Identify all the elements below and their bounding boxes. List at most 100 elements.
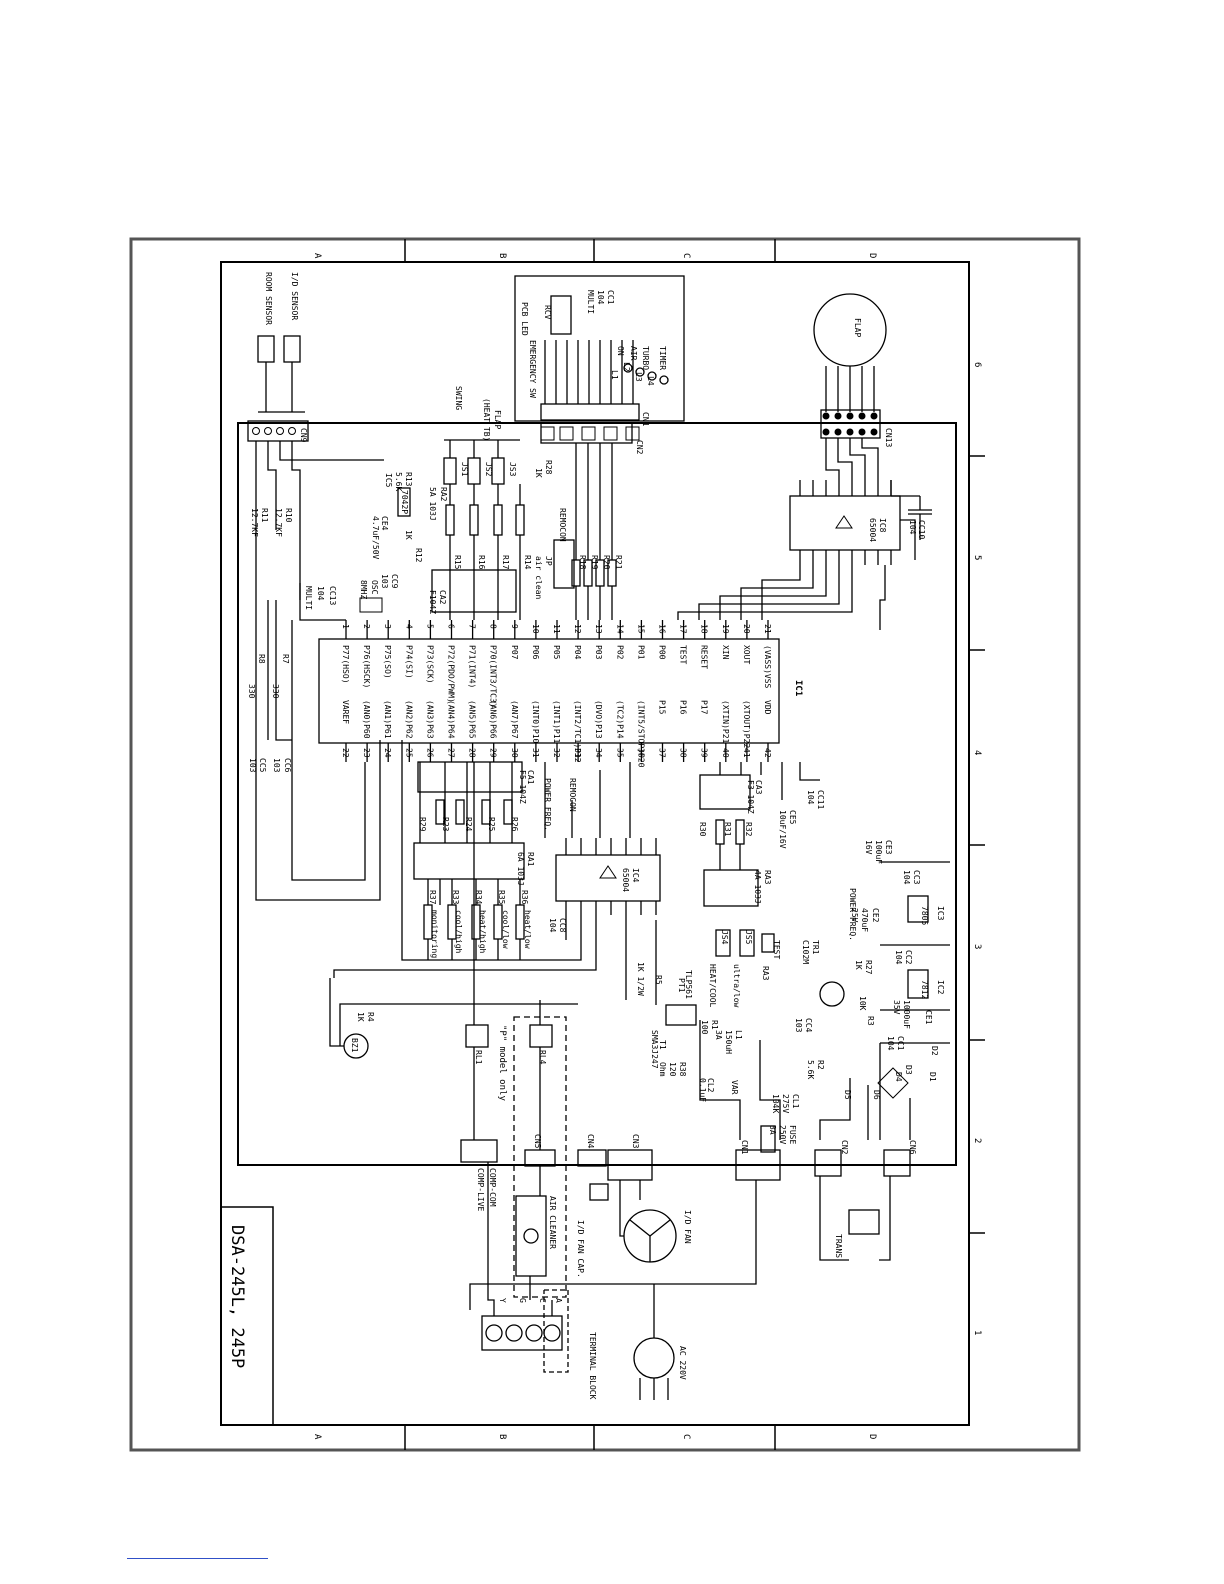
- remocon1-label: REMOCON: [558, 508, 567, 542]
- wire: [329, 978, 344, 1047]
- ic3-label: IC3: [936, 906, 945, 921]
- ic1-sig-5: P73(SCK): [425, 645, 434, 684]
- ca3-label: CA3: [754, 780, 763, 795]
- cl2v-label: 0.1uF: [698, 1078, 707, 1102]
- ic1-sig-26: (AN3)P63: [425, 700, 434, 739]
- js2-label: JS2: [484, 462, 493, 477]
- cn9-connector: [247, 420, 309, 442]
- wire: [837, 438, 853, 480]
- ic8-buffer-symbol: [835, 515, 853, 529]
- cc10-label: CC10: [917, 520, 926, 539]
- ic2-regulator: [907, 969, 929, 999]
- grid-row-d-bottom: D: [867, 1434, 877, 1439]
- ra3-label: RA3: [763, 870, 772, 885]
- tr1-label: TR1: [811, 940, 820, 955]
- model-title: DSA-245L, 245P: [227, 1225, 247, 1368]
- r1-label: R1: [710, 1020, 719, 1030]
- swing-label: SWING: [454, 386, 463, 410]
- r30-label: R30: [698, 822, 707, 837]
- cn9-pin: [288, 427, 296, 435]
- receiver-module: [550, 295, 572, 335]
- jp-jumper: [553, 539, 575, 589]
- cc9-label: CC9: [390, 574, 399, 589]
- ic1-pin-7: 7: [468, 624, 477, 629]
- compcom-label: COMP-COM: [488, 1168, 497, 1207]
- ic1-pin-19: 19: [721, 624, 730, 634]
- ic1-sig-40: (XTIN)P21: [721, 700, 730, 744]
- led: [635, 367, 645, 377]
- grid-row-a-top: A: [312, 253, 322, 259]
- ic1-pin-37: 37: [658, 748, 667, 758]
- ic1-pin-10: 10: [531, 624, 540, 634]
- r38-label: R38: [678, 1062, 687, 1077]
- js4-label: JS4: [720, 930, 729, 945]
- cc2v-label: 104: [894, 950, 903, 965]
- cn6-label: CN6: [908, 1140, 917, 1155]
- wire: [677, 565, 853, 620]
- js1-jumper: [443, 457, 457, 485]
- cc3-label: CC3: [912, 870, 921, 885]
- r29-label: R29: [418, 817, 427, 832]
- ic1-pin-18: 18: [700, 624, 709, 634]
- ic1-pin-32: 32: [552, 748, 561, 758]
- ca2-capacitor-array: [431, 569, 517, 613]
- ic3v-label: 7805: [920, 906, 929, 925]
- termblock-label: TERMINAL BLOCK: [588, 1332, 597, 1400]
- cn1-connector: [735, 1149, 781, 1181]
- wire: [719, 565, 827, 620]
- ic1-label: IC1: [793, 680, 803, 696]
- js1-label: JS1: [460, 462, 469, 477]
- ic1-sig-13: P03: [594, 645, 603, 660]
- r20-label: R20: [602, 555, 611, 570]
- ic1-sig-24: (AN1)P61: [383, 700, 392, 739]
- cn4-label: CN4: [586, 1134, 595, 1149]
- ac-plug: [633, 1337, 675, 1379]
- cn1-top-connector: [540, 403, 640, 421]
- ic1-pin-38: 38: [679, 748, 688, 758]
- r26-label: R26: [510, 817, 519, 832]
- cl1v-label: 275V: [781, 1094, 790, 1113]
- ic1-pin-42: 42: [763, 748, 772, 758]
- oscillator: [359, 597, 383, 613]
- ic1-sig-25: (AN2)P62: [404, 700, 413, 739]
- ic1-sig-12: P04: [573, 645, 582, 660]
- t1-label: T1: [658, 1040, 667, 1050]
- ic1-pin-35: 35: [615, 748, 624, 758]
- r28-label: R28: [544, 460, 553, 475]
- ic1-sig-10: P06: [531, 645, 540, 660]
- r5v-label: 1K 1/2W: [636, 962, 645, 996]
- idsensor-label: I/D SENSOR: [290, 272, 299, 320]
- tba-label: A: [554, 1298, 563, 1303]
- rl4-label: RL4: [538, 1050, 547, 1065]
- emsw-label: EMERGENCY SW: [528, 340, 537, 398]
- r32-label: R32: [744, 822, 753, 837]
- ic1-pin-36: 36: [636, 748, 645, 758]
- cc1m-label: MULTI: [586, 290, 595, 314]
- wire: [619, 1180, 624, 1237]
- cc11v-label: 104: [806, 790, 815, 805]
- ic1-pin-30: 30: [510, 748, 519, 758]
- test-label: TEST: [772, 940, 781, 959]
- r18-label: R18: [578, 555, 587, 570]
- r5-label: R5: [654, 975, 663, 985]
- ic8-label: IC8: [878, 518, 887, 533]
- cc8-label: CC8: [558, 918, 567, 933]
- ic1-sig-27: (AN4)P64: [447, 700, 456, 739]
- cc13-label: CC13: [328, 586, 337, 605]
- ic1-sig-28: (AN5)P65: [468, 700, 477, 739]
- cn2-top-connector: [540, 422, 633, 444]
- wire: [275, 600, 292, 741]
- r16-label: R16: [477, 555, 486, 570]
- r2v-label: 5.6K: [806, 1060, 815, 1079]
- ic5-label: IC5: [384, 473, 393, 488]
- cn1top-label: CN1: [641, 412, 650, 427]
- wire: [291, 620, 366, 881]
- r19-label: R19: [590, 555, 599, 570]
- grid-row-b-bottom: B: [497, 1434, 507, 1439]
- d4-label: D4: [894, 1072, 903, 1082]
- p-model-box: [513, 1016, 567, 1298]
- fusev-label: 250V: [778, 1125, 787, 1144]
- heatcool-label: HEAT/COOL: [708, 964, 717, 1008]
